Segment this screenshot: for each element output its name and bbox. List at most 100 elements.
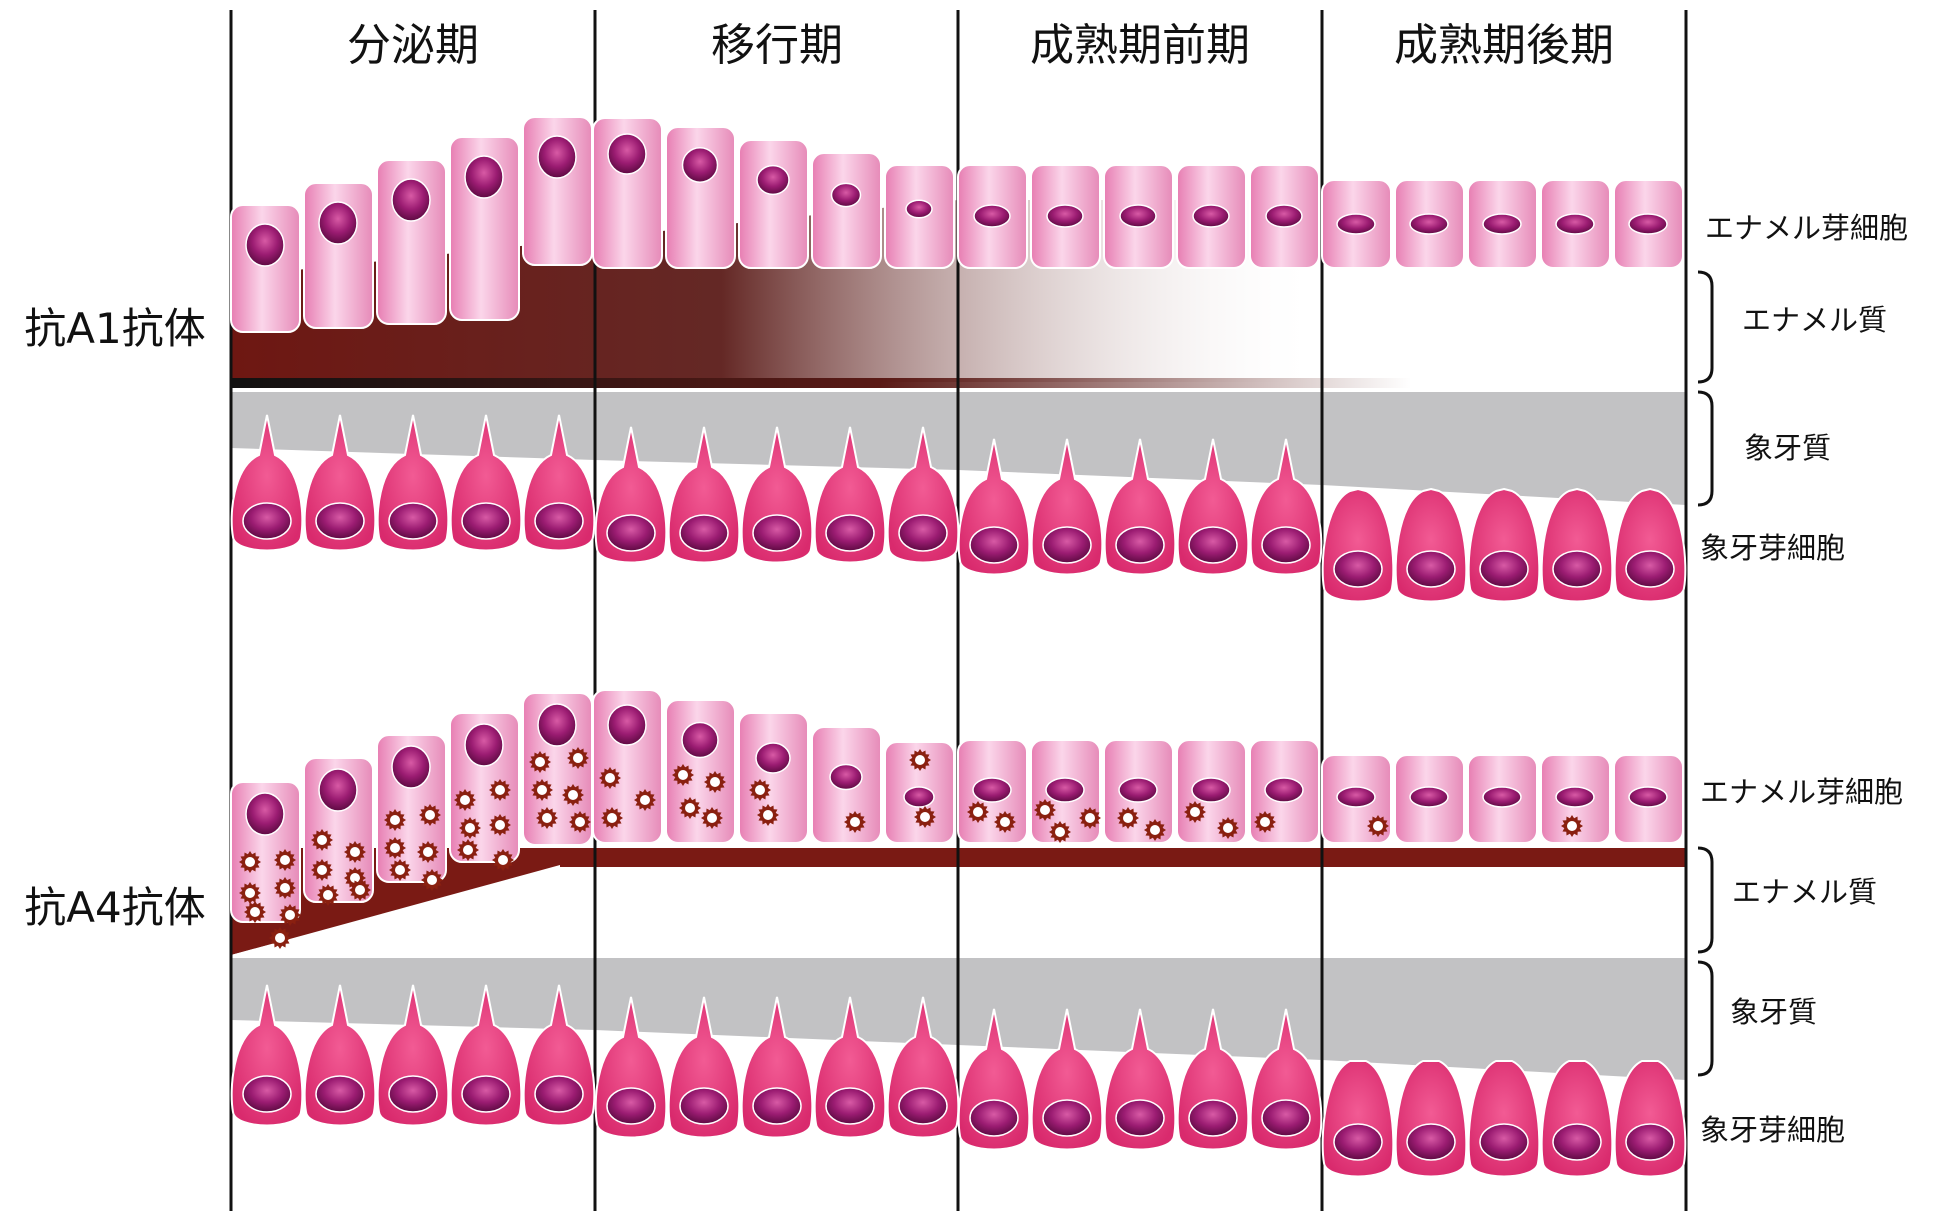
granule-core	[920, 812, 930, 822]
odontoblast-nucleus	[535, 1076, 583, 1112]
granule-core	[427, 875, 437, 885]
stage-label-secretory: 分泌期	[347, 20, 479, 71]
ameloblast-nucleus	[392, 179, 430, 221]
side-label-enamel-a1: エナメル質	[1742, 303, 1887, 337]
granule-core	[395, 865, 405, 875]
ameloblast-nucleus	[1265, 778, 1303, 802]
odontoblast-nucleus	[607, 1088, 655, 1124]
granule-core	[1055, 827, 1065, 837]
odontoblast-nucleus	[1043, 1100, 1091, 1136]
odontoblast-nucleus	[1407, 1124, 1455, 1160]
granule-core	[573, 753, 583, 763]
granule-core	[463, 845, 473, 855]
ameloblast-cell	[812, 153, 881, 268]
ameloblast-nucleus	[465, 156, 503, 198]
ameloblast-nucleus	[1410, 787, 1448, 807]
ameloblast-nucleus	[974, 205, 1010, 227]
odontoblast-nucleus	[1189, 527, 1237, 563]
ameloblast-nucleus	[608, 705, 646, 745]
granule-core	[568, 790, 578, 800]
ameloblast-nucleus	[906, 200, 932, 218]
ameloblast-cell	[885, 165, 954, 268]
odontoblast-nucleus	[535, 503, 583, 539]
row-label-a4: 抗A4抗体	[24, 883, 205, 932]
odontoblast-nucleus	[462, 503, 510, 539]
ameloblast-nucleus	[1192, 778, 1230, 802]
granule-core	[1040, 805, 1050, 815]
odontoblast-cell	[1396, 489, 1467, 602]
granule-core	[1223, 823, 1233, 833]
odontoblast-nucleus	[316, 1076, 364, 1112]
granule-core	[245, 888, 255, 898]
ameloblast-nucleus	[319, 769, 357, 811]
ameloblast-nucleus	[683, 148, 718, 182]
ameloblast-cell	[593, 118, 662, 268]
granule-core	[685, 803, 695, 813]
granule-core	[537, 785, 547, 795]
granule-core	[245, 857, 255, 867]
granule-core	[425, 810, 435, 820]
odontoblast-nucleus	[1480, 551, 1528, 587]
ameloblast-cell	[958, 740, 1027, 843]
granule-core	[763, 810, 773, 820]
stage-label-late-maturation: 成熟期後期	[1394, 20, 1614, 71]
odontoblast-nucleus	[753, 515, 801, 551]
granule-core	[535, 757, 545, 767]
granule-core	[390, 815, 400, 825]
side-label-enamel-a4: エナメル質	[1732, 875, 1877, 909]
granule-core	[285, 910, 295, 920]
ameloblast-nucleus	[757, 166, 789, 195]
ameloblast-cell	[1614, 180, 1683, 268]
ameloblast-cell	[958, 165, 1027, 268]
ameloblast-nucleus	[465, 724, 503, 766]
ameloblast-nucleus	[1629, 214, 1667, 234]
odontoblast-nucleus	[1626, 551, 1674, 587]
odontoblast-nucleus	[680, 515, 728, 551]
ameloblast-nucleus	[682, 723, 718, 758]
ameloblast-nucleus	[608, 134, 646, 174]
ameloblast-cell	[377, 160, 446, 324]
ameloblast-nucleus	[1120, 205, 1156, 227]
ameloblast-cell	[231, 205, 300, 332]
granule-core	[575, 817, 585, 827]
granule-core	[1123, 813, 1133, 823]
ameloblast-nucleus	[1046, 778, 1084, 802]
ameloblast-cell	[666, 127, 735, 268]
ameloblast-nucleus	[538, 704, 576, 746]
odontoblast-nucleus	[389, 503, 437, 539]
odontoblast-nucleus	[899, 1088, 947, 1124]
granule-core	[423, 847, 433, 857]
odontoblast-nucleus	[1334, 551, 1382, 587]
side-label-ameloblast-a1: エナメル芽細胞	[1705, 211, 1908, 245]
granule-core	[1260, 817, 1270, 827]
odontoblast-nucleus	[1262, 1100, 1310, 1136]
ameloblast-nucleus	[538, 136, 576, 178]
ameloblast-nucleus	[1193, 205, 1229, 227]
ameloblast-nucleus	[246, 224, 284, 266]
odontoblast-nucleus	[1116, 527, 1164, 563]
granule-core	[317, 865, 327, 875]
ameloblast-nucleus	[1337, 787, 1375, 807]
ameloblast-nucleus	[830, 765, 862, 790]
ameloblast-cell	[1614, 755, 1683, 843]
side-label-ameloblast-a4: エナメル芽細胞	[1700, 775, 1903, 809]
granule-core	[280, 855, 290, 865]
granule-core	[710, 777, 720, 787]
odontoblast-nucleus	[1407, 551, 1455, 587]
enamel-dentin-junction-a1	[231, 378, 1411, 388]
granule-core	[542, 813, 552, 823]
ameloblast-cell	[1322, 180, 1391, 268]
granule-core	[605, 773, 615, 783]
ameloblast-cell	[1541, 180, 1610, 268]
odontoblast-nucleus	[243, 503, 291, 539]
odontoblast-cell	[1469, 489, 1540, 602]
granule-core	[1000, 817, 1010, 827]
bracket-enamel-a4	[1698, 848, 1712, 952]
side-label-dentin-a4: 象牙質	[1730, 995, 1817, 1029]
odontoblast-cell	[1469, 1061, 1540, 1177]
ameloblast-nucleus	[1483, 214, 1521, 234]
granule-core	[973, 807, 983, 817]
granule-core	[850, 817, 860, 827]
odontoblast-cell	[1323, 1061, 1394, 1177]
ameloblast-nucleus	[1556, 214, 1594, 234]
